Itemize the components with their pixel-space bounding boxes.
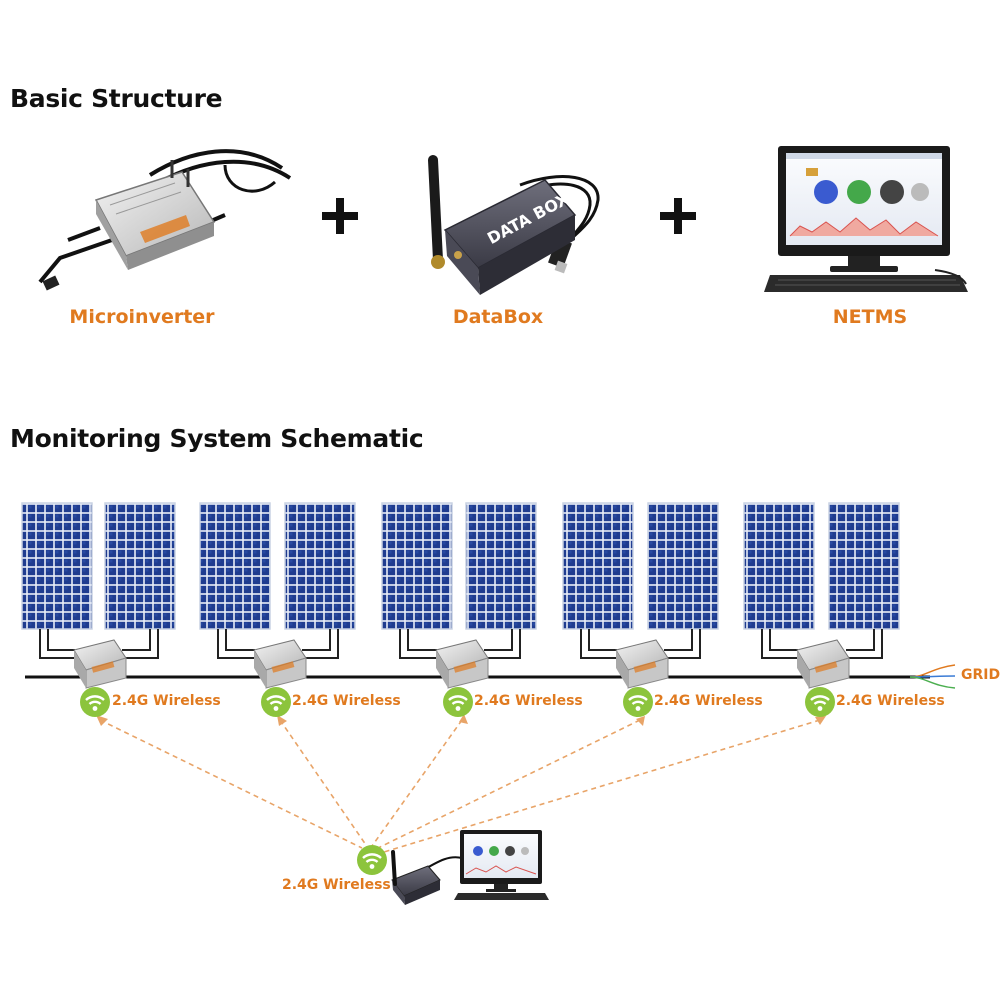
netms-label: NETMS (832, 306, 908, 328)
solar-panel (199, 502, 271, 630)
solar-panel (828, 502, 900, 630)
solar-panel (562, 502, 634, 630)
schematic-microinverters (73, 639, 850, 689)
databox-image: DATA BOX (428, 155, 600, 295)
schematic-microinverter (615, 639, 669, 689)
schematic-microinverter (435, 639, 489, 689)
wifi-icon (357, 845, 387, 875)
grid-label: GRID (961, 667, 1001, 683)
solar-panel (381, 502, 453, 630)
solar-panel (743, 502, 815, 630)
databox-wireless-label: 2.4G Wireless (282, 877, 391, 893)
schematic-microinverter (73, 639, 127, 689)
wifi-icon (623, 687, 653, 717)
wireless-label: 2.4G Wireless (112, 693, 221, 709)
solar-panel (647, 502, 719, 630)
microinverter-label: Microinverter (69, 306, 215, 328)
wireless-label: 2.4G Wireless (292, 693, 401, 709)
panel-wiring (39, 629, 883, 659)
wireless-label: 2.4G Wireless (836, 693, 945, 709)
solar-panel (465, 502, 537, 630)
wireless-links (99, 719, 821, 853)
wifi-icon (80, 687, 110, 717)
solar-panel (21, 502, 93, 630)
solar-panel (284, 502, 356, 630)
plus-sign (658, 196, 698, 236)
schematic-microinverter (253, 639, 307, 689)
section-title-basic-structure: Basic Structure (10, 84, 223, 113)
section-title-schematic: Monitoring System Schematic (10, 424, 424, 453)
schematic-computer (454, 830, 549, 900)
solar-panels (21, 502, 900, 630)
netms-computer-image (764, 146, 968, 292)
wifi-icons (80, 687, 835, 875)
solar-panel (104, 502, 176, 630)
plus-sign (320, 196, 360, 236)
wireless-link-arrows (96, 714, 826, 726)
wireless-label: 2.4G Wireless (654, 693, 763, 709)
wifi-icon (261, 687, 291, 717)
wifi-icon (805, 687, 835, 717)
wifi-icon (443, 687, 473, 717)
schematic-microinverter (796, 639, 850, 689)
databox-label: DataBox (452, 306, 544, 328)
microinverter-image (38, 149, 292, 291)
schematic-databox (391, 850, 463, 905)
wireless-label: 2.4G Wireless (474, 693, 583, 709)
